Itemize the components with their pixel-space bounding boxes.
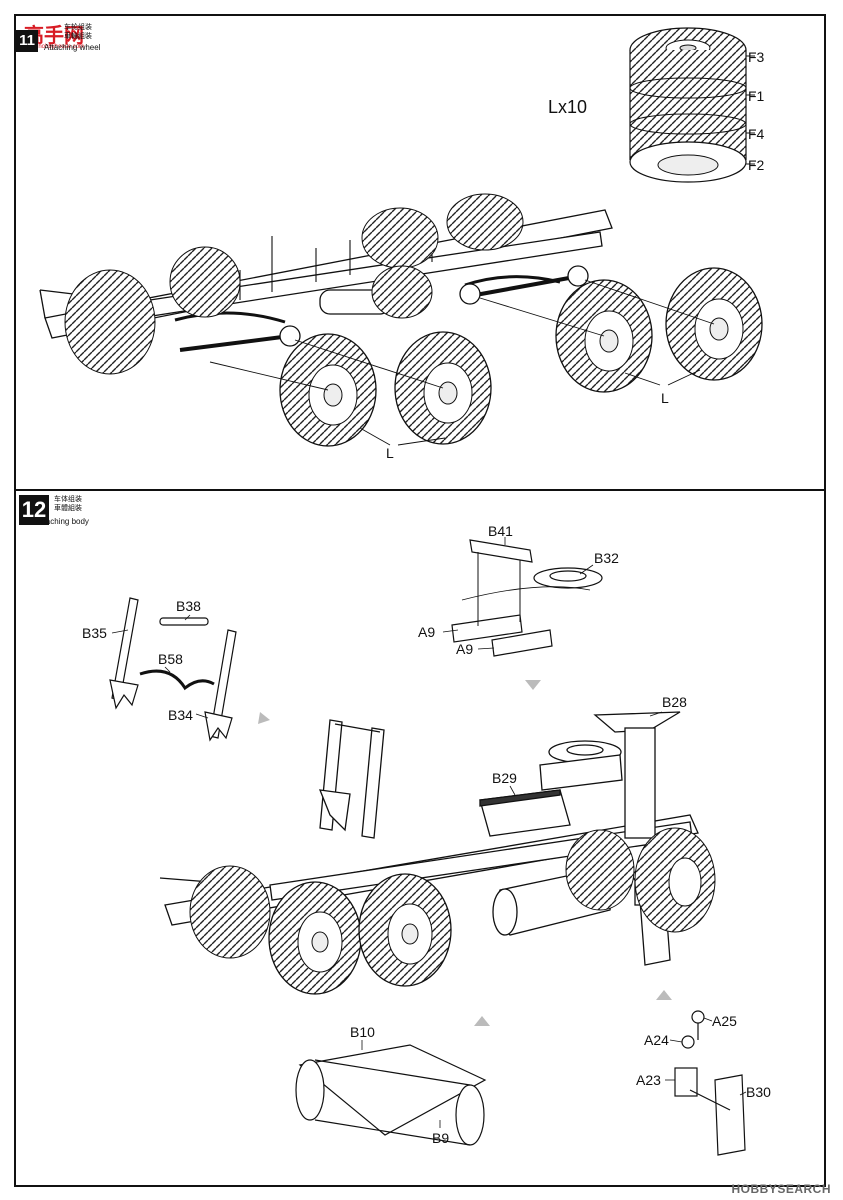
step-title-en: Attaching body (36, 517, 89, 526)
step-title-zh: 车体组装 (54, 496, 82, 503)
site-watermark: 高手网 www.hobbyhouse.com (24, 25, 85, 50)
step-12-panel: 12 车体组装 車體組裝 Attaching body (14, 489, 826, 1187)
part-B10: B10 (350, 1024, 375, 1040)
part-B28: B28 (662, 694, 687, 710)
step-title-en: Attaching wheel (44, 43, 101, 52)
mounted-wheels (64, 193, 524, 375)
part-F1: F1 (748, 88, 765, 104)
step-title-zh-trad: 車輪組裝 (64, 33, 92, 40)
step-number: 12 (19, 495, 49, 525)
part-B35: B35 (82, 625, 107, 641)
step-title-zh: 车轮组装 (64, 24, 92, 31)
part-B34: B34 (168, 707, 193, 723)
part-B32: B32 (594, 550, 619, 566)
wheel-label-front: L (386, 445, 394, 461)
hobbysearch-watermark: HOBBYSEARCH (731, 1182, 831, 1196)
part-B41: B41 (488, 523, 513, 539)
part-B30: B30 (746, 1084, 771, 1100)
part-F3: F3 (748, 49, 765, 65)
part-F4: F4 (748, 126, 765, 142)
part-A25: A25 (712, 1013, 737, 1029)
step-12-wheels (189, 827, 716, 995)
bracket-subassembly (109, 597, 237, 742)
part-A9: A9 (418, 624, 435, 640)
part-B9: B9 (432, 1130, 449, 1146)
part-B29: B29 (492, 770, 517, 786)
assembly-guide-lines (209, 279, 715, 446)
label-leaders (111, 537, 747, 1128)
part-B38: B38 (176, 598, 201, 614)
fifth-wheel-subassembly (451, 539, 603, 657)
step-number: 11 (16, 30, 38, 52)
tank-subassembly (295, 1044, 487, 1146)
part-F2: F2 (748, 157, 765, 173)
part-A24: A24 (644, 1032, 669, 1048)
wheel-label-rear: L (661, 390, 669, 406)
direction-arrows (258, 680, 672, 1026)
part-A23: A23 (636, 1072, 661, 1088)
wheel-stack (629, 27, 755, 183)
mudflap-subassembly (674, 1010, 746, 1156)
part-A9-second: A9 (456, 641, 473, 657)
quantity-label: Lx10 (548, 97, 587, 117)
part-B58: B58 (158, 651, 183, 667)
step-title-zh-trad: 車體組裝 (54, 505, 82, 512)
